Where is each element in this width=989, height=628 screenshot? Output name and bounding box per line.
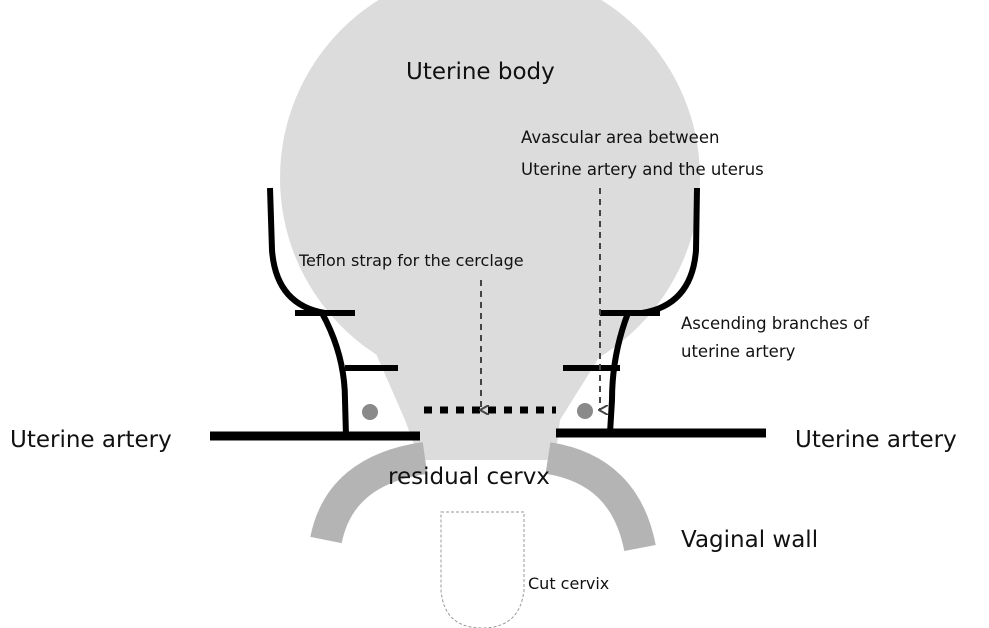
ascending-label-line1: Ascending branches of — [681, 314, 869, 335]
uterine-body-label: Uterine body — [406, 58, 555, 87]
uterine-artery-right-label: Uterine artery — [795, 426, 957, 455]
avascular-label-line2: Uterine artery and the uterus — [521, 160, 764, 181]
vaginal-wall-label: Vaginal wall — [681, 526, 818, 555]
avascular-label-line1: Avascular area between — [521, 128, 719, 149]
cut-cervix-outline — [441, 512, 524, 628]
residual-cervix-label: residual cervx — [388, 463, 550, 492]
ascending-label-line2: uterine artery — [681, 342, 795, 363]
uterine-artery-left-label: Uterine artery — [10, 426, 172, 455]
teflon-strap-label: Teflon strap for the cerclage — [299, 251, 524, 271]
vessel-dot-left — [362, 404, 378, 420]
cut-cervix-label: Cut cervix — [528, 574, 609, 594]
vessel-dot-right — [577, 403, 593, 419]
